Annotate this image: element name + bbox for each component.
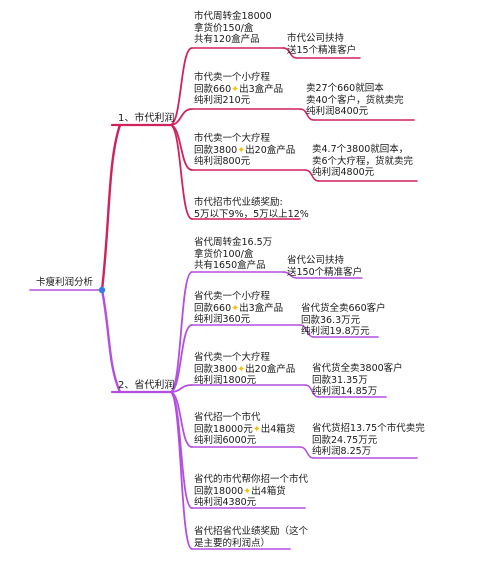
branch-2-label[interactable]: 2、省代利润 [118, 380, 175, 391]
b1-link-2 [169, 108, 193, 126]
b2-node-4-detail[interactable]: 省代货招13.75个市代卖完 回款24.75万元 纯利润8.25万 [312, 423, 425, 457]
b1-node-4[interactable]: 市代招市代业绩奖励: 5万以下9%，5万以上12% [194, 197, 309, 220]
b2-node-3-detail[interactable]: 省代货全卖3800客户 回款31.35万 纯利润14.85万 [312, 363, 403, 397]
b2-node-3[interactable]: 省代卖一个大疗程 回款3800✦出20盒产品 纯利润1800元 [194, 352, 296, 386]
sparkle-icon: ✦ [237, 363, 246, 375]
root-label: 卡瘦利润分析 [36, 277, 94, 288]
sparkle-icon: ✦ [231, 302, 240, 314]
b1-detail-link-3 [304, 169, 320, 182]
branch-1-label[interactable]: 1、市代利润 [118, 113, 175, 124]
b1-detail-link-1 [282, 47, 298, 59]
b2-node-1-detail[interactable]: 省代公司扶持 送150个精准客户 [287, 255, 363, 278]
b2-link-6 [169, 391, 193, 550]
b1-node-1-detail[interactable]: 市代公司扶持 送15个精准客户 [287, 33, 357, 56]
b2-link-4 [169, 391, 193, 448]
b2-node-4[interactable]: 省代招一个市代 回款18000元✦出4箱货 纯利润6000元 [194, 412, 296, 446]
b1-node-3-detail[interactable]: 卖4.7个3800就回本， 卖6个大疗程，货就卖完 纯利润4800元 [312, 144, 414, 178]
b2-detail-link-1 [282, 271, 298, 279]
b1-link-1 [169, 47, 193, 126]
b2-node-1[interactable]: 省代周转金16.5万 拿货价100/盒 共有1650盒产品 [194, 237, 273, 271]
b1-node-2-detail[interactable]: 卖27个660就回本 卖40个客户，货就卖完 纯利润8400元 [306, 83, 404, 117]
b1-link-3 [169, 124, 193, 171]
b2-link-2 [169, 324, 193, 393]
b1-node-2[interactable]: 市代卖一个小疗程 回款660✦出3盒产品 纯利润210元 [194, 72, 284, 106]
b2-detail-link-2 [299, 324, 315, 338]
b2-node-5[interactable]: 省代的市代帮你招一个市代 回款18000✦出4箱货 纯利润4380元 [194, 474, 309, 508]
root-node[interactable]: 卡瘦利润分析 [36, 277, 93, 289]
b2-link-5 [169, 391, 193, 509]
b1-node-3[interactable]: 市代卖一个大疗程 回款3800✦出20盒产品 纯利润800元 [194, 133, 296, 167]
root-to-branch-1 [100, 123, 122, 292]
b1-link-4 [169, 124, 193, 220]
sparkle-icon: ✦ [243, 485, 252, 497]
sparkle-icon: ✦ [231, 83, 240, 95]
root-to-branch-2 [100, 288, 122, 394]
b2-node-2[interactable]: 省代卖一个小疗程 回款660✦出3盒产品 纯利润360元 [194, 291, 284, 325]
sparkle-icon: ✦ [237, 144, 246, 156]
b2-detail-link-4 [299, 446, 315, 459]
b2-detail-link-3 [304, 384, 320, 398]
junction-dot [98, 286, 106, 294]
b1-detail-link-2 [299, 108, 315, 121]
b2-link-3 [169, 384, 193, 393]
sparkle-icon: ✦ [252, 423, 261, 435]
b2-node-6[interactable]: 省代招省代业绩奖励（这个 是主要的利润点） [194, 526, 309, 549]
b2-link-1 [169, 271, 193, 393]
b2-node-2-detail[interactable]: 省代货全卖660客户 回款36.3万元 纯利润19.8万元 [301, 303, 386, 337]
b1-node-1[interactable]: 市代周转金18000 拿货价150/盒 共有120盒产品 [194, 11, 272, 45]
